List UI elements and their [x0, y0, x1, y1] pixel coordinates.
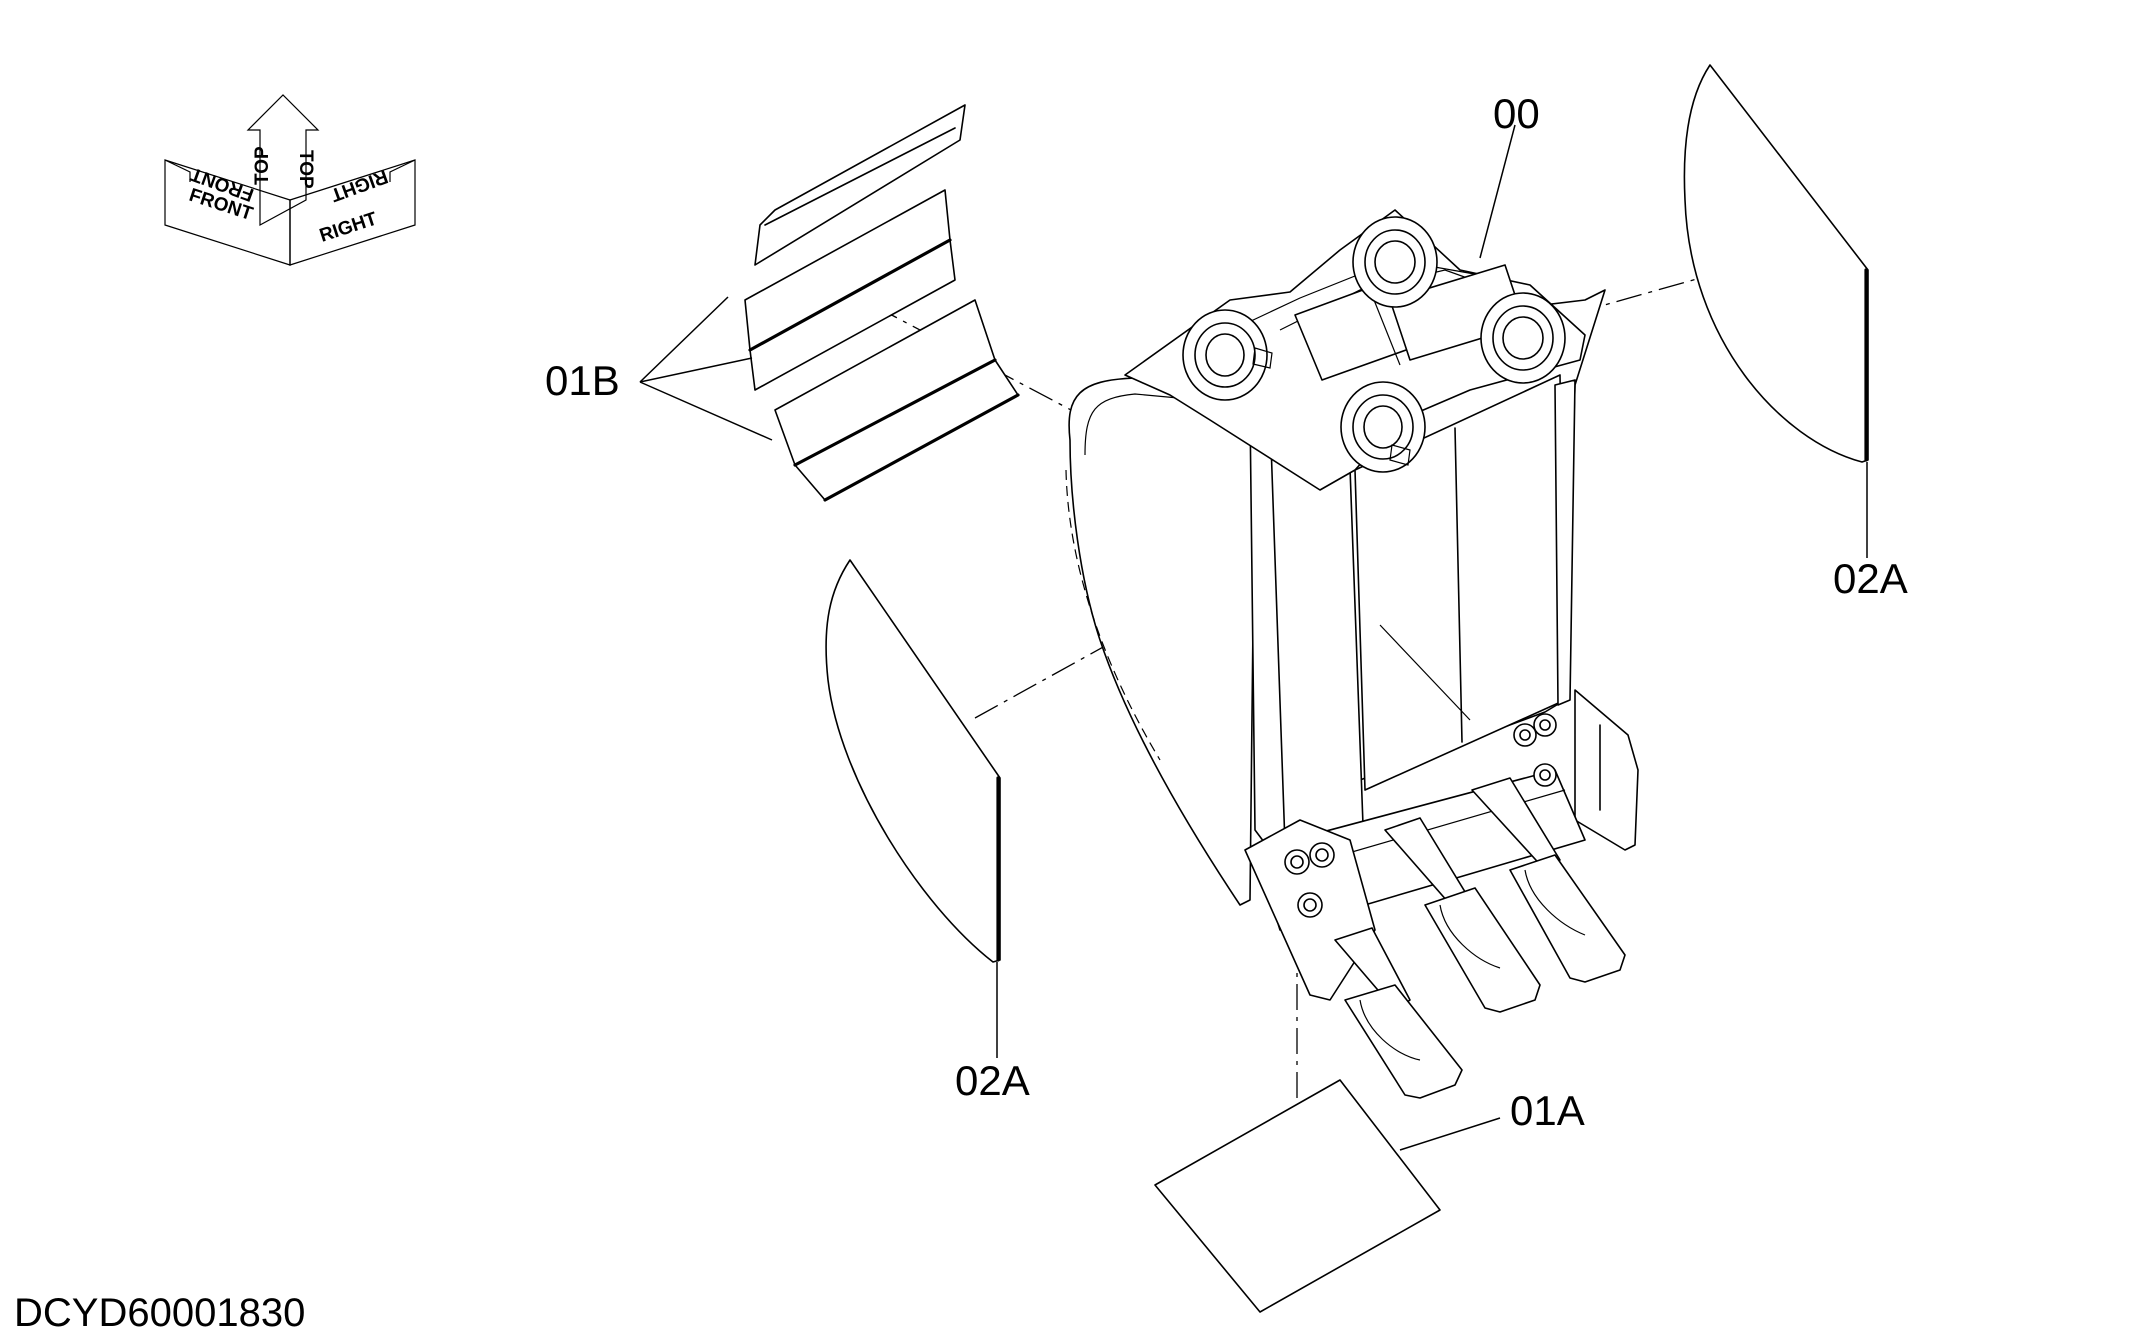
leader-lines	[639, 124, 1868, 1151]
callout-01a: 01A	[1510, 1087, 1585, 1134]
callout-02a-left: 02A	[955, 1057, 1030, 1104]
callout-01b: 01B	[545, 357, 620, 404]
callout-02a-right: 02A	[1833, 555, 1908, 602]
right-label: RIGHT	[317, 208, 380, 246]
pin-boss	[1352, 216, 1438, 308]
side-plate-left	[825, 559, 1001, 963]
pin-boss	[1480, 292, 1566, 384]
tooth	[1384, 817, 1541, 1013]
wear-plate-group	[744, 104, 1020, 502]
orientation-indicator: FRONT FRONT TOP TOP RIGHT RIGHT	[164, 94, 416, 266]
top-label-mirrored: TOP	[295, 150, 316, 189]
side-plate-right	[1683, 64, 1869, 463]
pin-boss	[1182, 309, 1273, 401]
drawing-code: DCYD60001830	[14, 1291, 305, 1335]
bucket-assembly	[1065, 209, 1639, 1099]
tooth	[1334, 927, 1463, 1099]
pin-boss	[1340, 381, 1426, 473]
top-label: TOP	[252, 146, 273, 185]
callout-00: 00	[1493, 90, 1540, 137]
tooth	[1471, 777, 1626, 983]
bottom-plate	[1154, 1079, 1441, 1313]
right-label-mirrored: RIGHT	[327, 165, 390, 205]
